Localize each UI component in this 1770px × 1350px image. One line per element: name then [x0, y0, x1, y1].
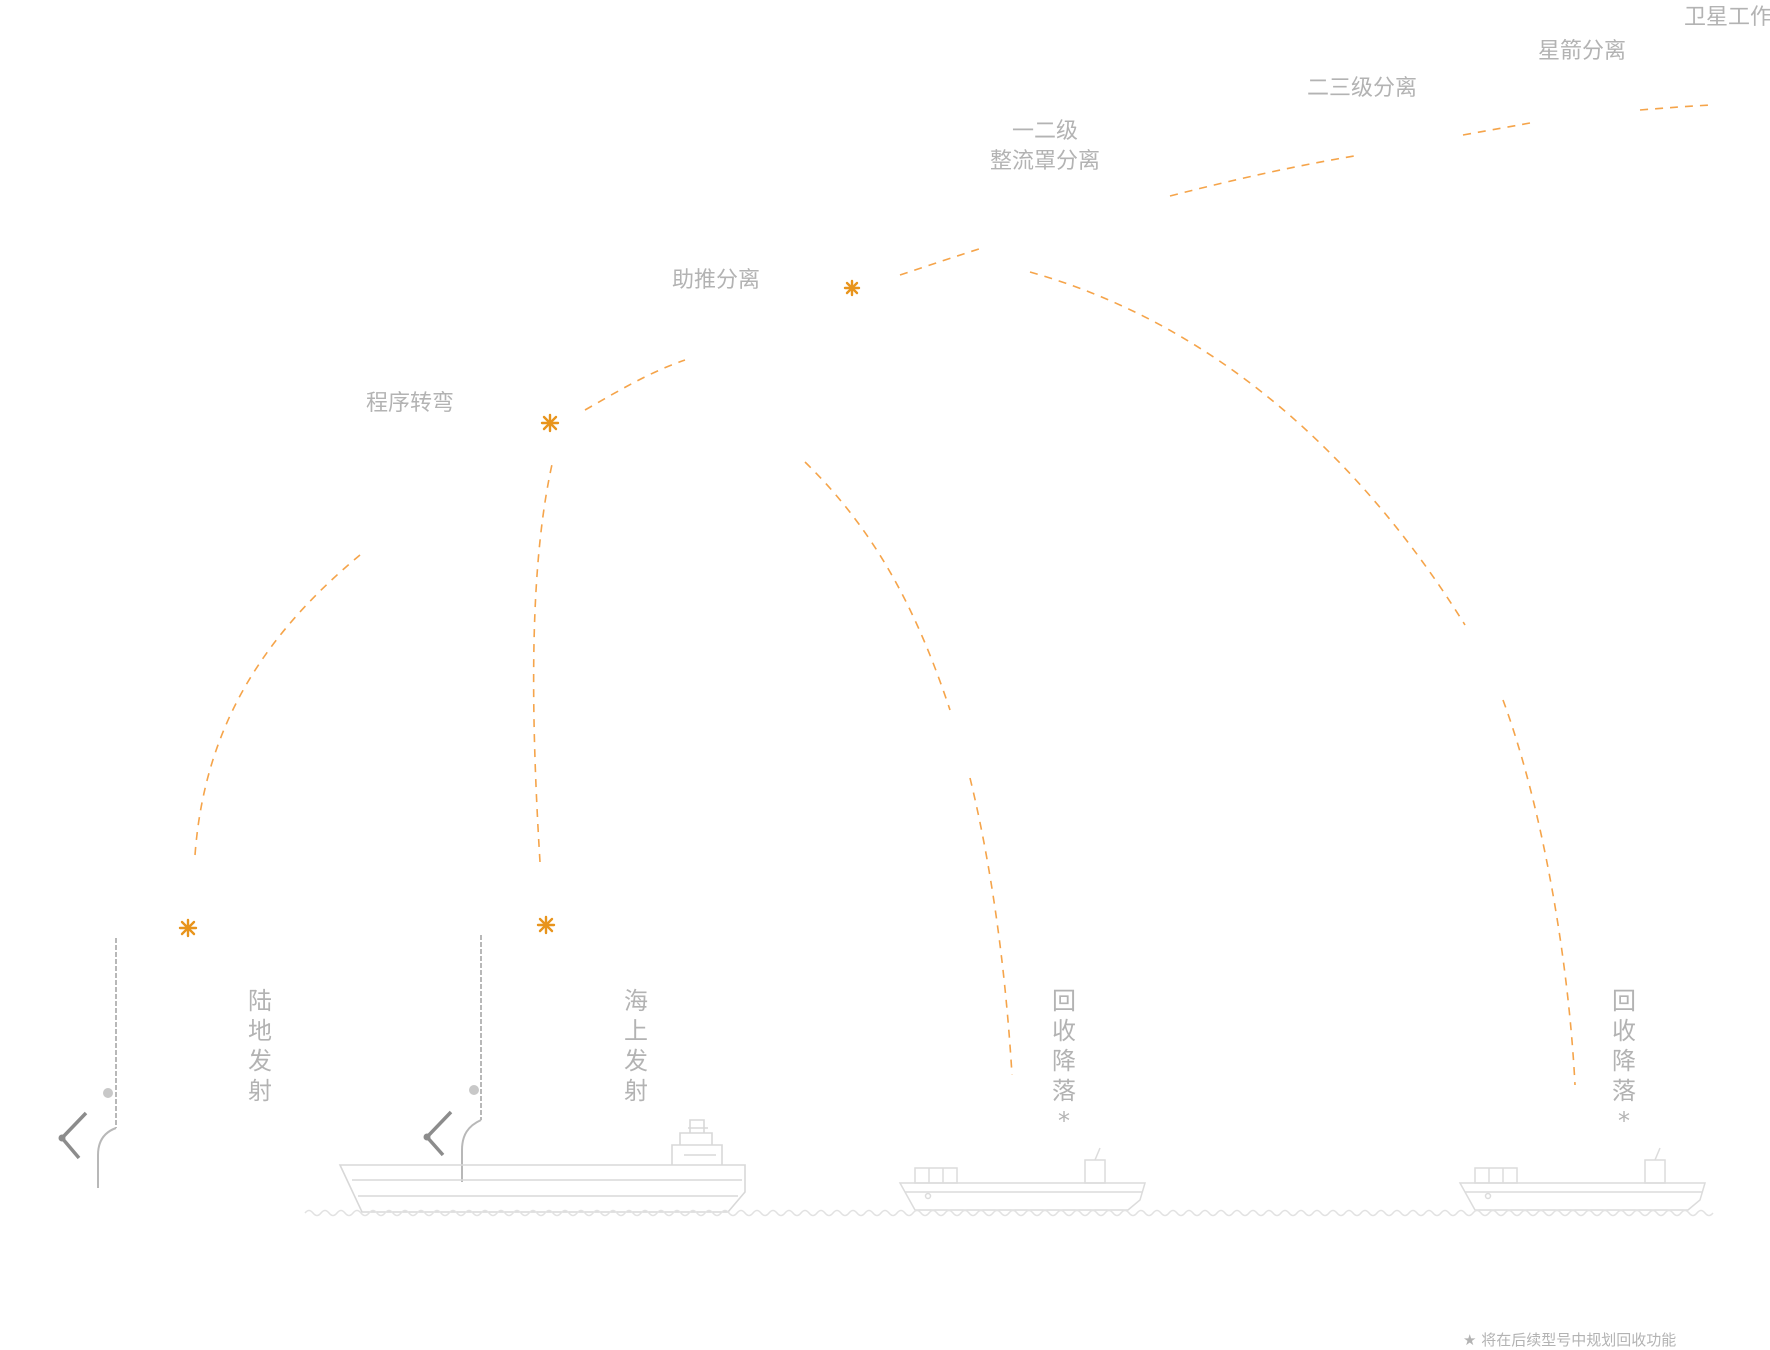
- ascent-trajectory: [194, 104, 1713, 863]
- booster-separation-marker: [843, 279, 861, 297]
- launch-ship-hull: [338, 1164, 746, 1213]
- recovery-landing-label-1: 回 收 降 落 *: [1050, 986, 1078, 1136]
- satellite-work-label: 卫星工作: [1684, 5, 1770, 30]
- recovery-footnote: ★ 将在后续型号中规划回收功能: [1463, 1330, 1676, 1350]
- sea-launch-char: 发: [624, 1047, 648, 1075]
- sea-ascent-path: [532, 459, 554, 863]
- booster-separation-label: 助推分离: [672, 268, 761, 293]
- booster-to-stage12-path: [899, 246, 986, 276]
- sea-launch-char: 射: [624, 1077, 648, 1105]
- recovery-char: 降: [1612, 1047, 1636, 1075]
- stage12-to-stage23-path: [1169, 154, 1361, 197]
- recovery-ship-1-hull: [898, 1182, 1147, 1211]
- land-launch-label: 陆 地 发 射: [246, 986, 274, 1106]
- pitch-to-booster-path: [584, 359, 686, 411]
- land-tower: [97, 1127, 117, 1188]
- sea-launch-label: 海 上 发 射: [622, 986, 650, 1106]
- recovery-footnote-mark: *: [1058, 1107, 1070, 1135]
- land-ascent-path: [194, 554, 361, 856]
- recovery-ship-2: [1458, 1147, 1707, 1211]
- booster-recovery-path-lower: [969, 777, 1013, 1076]
- stage23-to-separation-path: [1462, 121, 1536, 136]
- recovery-ship-1-bridge: [1084, 1159, 1106, 1184]
- land-launch-char: 陆: [248, 987, 272, 1015]
- recovery-ship-1: [898, 1147, 1147, 1211]
- sea-launch-pad: [423, 935, 482, 1182]
- booster-recovery-path: [804, 461, 951, 711]
- recovery-char: 回: [1052, 987, 1076, 1015]
- stage12-label-line1: 一二级: [1011, 119, 1078, 144]
- sea-waves: [304, 1209, 1714, 1217]
- land-sensor: [103, 1088, 113, 1098]
- recovery-char: 落: [1052, 1077, 1076, 1105]
- launch-ship: [338, 1119, 746, 1213]
- core-recovery-path-lower: [1502, 699, 1576, 1086]
- sea-sensor: [469, 1085, 479, 1095]
- sea-ignition-marker: [536, 915, 556, 935]
- sea-arm-joint: [423, 1133, 431, 1141]
- pitch-over-marker: [540, 413, 560, 433]
- recovery-char: 收: [1612, 1017, 1636, 1045]
- land-launch-char: 地: [248, 1017, 272, 1045]
- land-ignition-marker: [178, 918, 198, 938]
- event-markers: [178, 279, 861, 938]
- pitch-over-label: 程序转弯: [366, 391, 455, 416]
- satellite-rocket-separation-label: 星箭分离: [1538, 39, 1627, 64]
- core-recovery-path: [1029, 271, 1466, 626]
- recovery-footnote-mark: *: [1618, 1107, 1630, 1135]
- land-launch-char: 射: [248, 1077, 272, 1105]
- recovery-char: 落: [1612, 1077, 1636, 1105]
- land-arm-joint: [58, 1134, 66, 1142]
- recovery-trajectory: [804, 271, 1576, 1086]
- recovery-char: 收: [1052, 1017, 1076, 1045]
- sea-launch-char: 海: [624, 987, 648, 1015]
- land-arm: [59, 1111, 88, 1160]
- stage12-fairing-separation-label: 一二级 整流罩分离: [985, 117, 1105, 177]
- stage12-label-line2: 整流罩分离: [989, 149, 1100, 174]
- recovery-ship-2-bridge: [1644, 1159, 1666, 1184]
- launch-ship-bridge: [671, 1119, 723, 1165]
- star-icon: ★: [1463, 1331, 1477, 1349]
- land-launch-char: 发: [248, 1047, 272, 1075]
- sea-launch-char: 上: [624, 1017, 648, 1045]
- recovery-ship-2-hull: [1458, 1182, 1707, 1211]
- sea-arm: [424, 1110, 453, 1157]
- footnote-text: 将在后续型号中规划回收功能: [1481, 1331, 1677, 1349]
- recovery-char: 回: [1612, 987, 1636, 1015]
- stage23-separation-label: 二三级分离: [1307, 76, 1418, 101]
- recovery-char: 降: [1052, 1047, 1076, 1075]
- sea-tower: [461, 1119, 482, 1182]
- separation-to-satellite-path: [1639, 104, 1713, 111]
- land-launch-pad: [58, 938, 117, 1188]
- recovery-landing-label-2: 回 收 降 落 *: [1610, 986, 1638, 1136]
